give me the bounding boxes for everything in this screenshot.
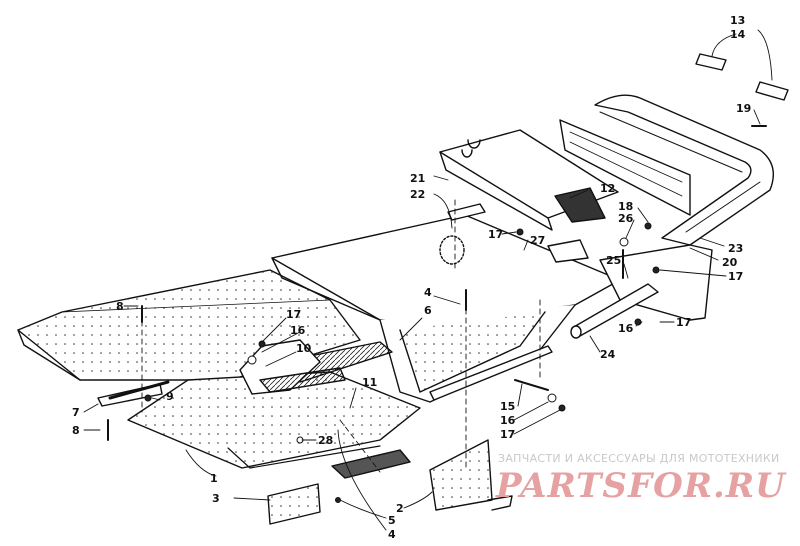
callout-5: 5 <box>388 514 396 527</box>
callout-9: 9 <box>166 390 174 403</box>
callout-17-c: 17 <box>676 316 691 329</box>
rear-bumper <box>594 94 774 246</box>
heat-exchanger <box>239 339 393 395</box>
callout-28: 28 <box>318 434 333 447</box>
callout-2: 2 <box>396 502 404 515</box>
callout-26: 26 <box>618 212 634 225</box>
side-rail <box>429 345 553 401</box>
callout-27: 27 <box>530 234 545 247</box>
bracket-27 <box>547 239 589 263</box>
callout-19: 19 <box>736 102 751 115</box>
rear-floor-plate <box>127 371 421 469</box>
watermark-logo: PARTSFOR.RU <box>496 466 786 506</box>
callouts: 13 14 19 21 22 12 18 26 17 27 23 20 17 2… <box>72 14 751 541</box>
callout-16-c: 16 <box>500 414 516 427</box>
tube-24 <box>570 283 659 339</box>
callout-17-b: 17 <box>728 270 743 283</box>
callout-20: 20 <box>722 256 738 269</box>
callout-7: 7 <box>72 406 80 419</box>
callout-16-a: 16 <box>618 322 634 335</box>
callout-21: 21 <box>410 172 425 185</box>
callout-3: 3 <box>212 492 220 505</box>
callout-8-b: 8 <box>72 424 80 437</box>
callout-17-d: 17 <box>286 308 301 321</box>
callout-16-b: 16 <box>290 324 306 337</box>
callout-4-a: 4 <box>424 286 432 299</box>
callout-8-a: 8 <box>116 300 124 313</box>
callout-17-e: 17 <box>500 428 515 441</box>
tunnel-panel <box>271 214 621 403</box>
decal-13 <box>695 53 727 71</box>
callout-10: 10 <box>296 342 312 355</box>
callout-1: 1 <box>210 472 218 485</box>
callout-23: 23 <box>728 242 743 255</box>
bracket-12 <box>554 187 606 223</box>
callout-25: 25 <box>606 254 621 267</box>
leader-lines <box>83 29 773 531</box>
callout-24: 24 <box>600 348 616 361</box>
decal-14 <box>755 81 789 101</box>
callout-17-a: 17 <box>488 228 503 241</box>
plate-3 <box>267 483 321 525</box>
callout-12: 12 <box>600 182 615 195</box>
callout-14: 14 <box>730 28 746 41</box>
watermark-tagline: ЗАПЧАСТИ И АКСЕССУАРЫ ДЛЯ МОТОТЕХНИКИ <box>498 452 780 465</box>
callout-13: 13 <box>730 14 745 27</box>
callout-4-b: 4 <box>388 528 396 541</box>
callout-22: 22 <box>410 188 425 201</box>
bracket-2 <box>429 439 513 511</box>
bracket-7 <box>97 380 170 407</box>
callout-6: 6 <box>424 304 432 317</box>
callout-15: 15 <box>500 400 515 413</box>
assembly-lines <box>141 199 541 473</box>
callout-18: 18 <box>618 200 633 213</box>
callout-11: 11 <box>362 376 377 389</box>
skid-plate <box>331 449 411 479</box>
